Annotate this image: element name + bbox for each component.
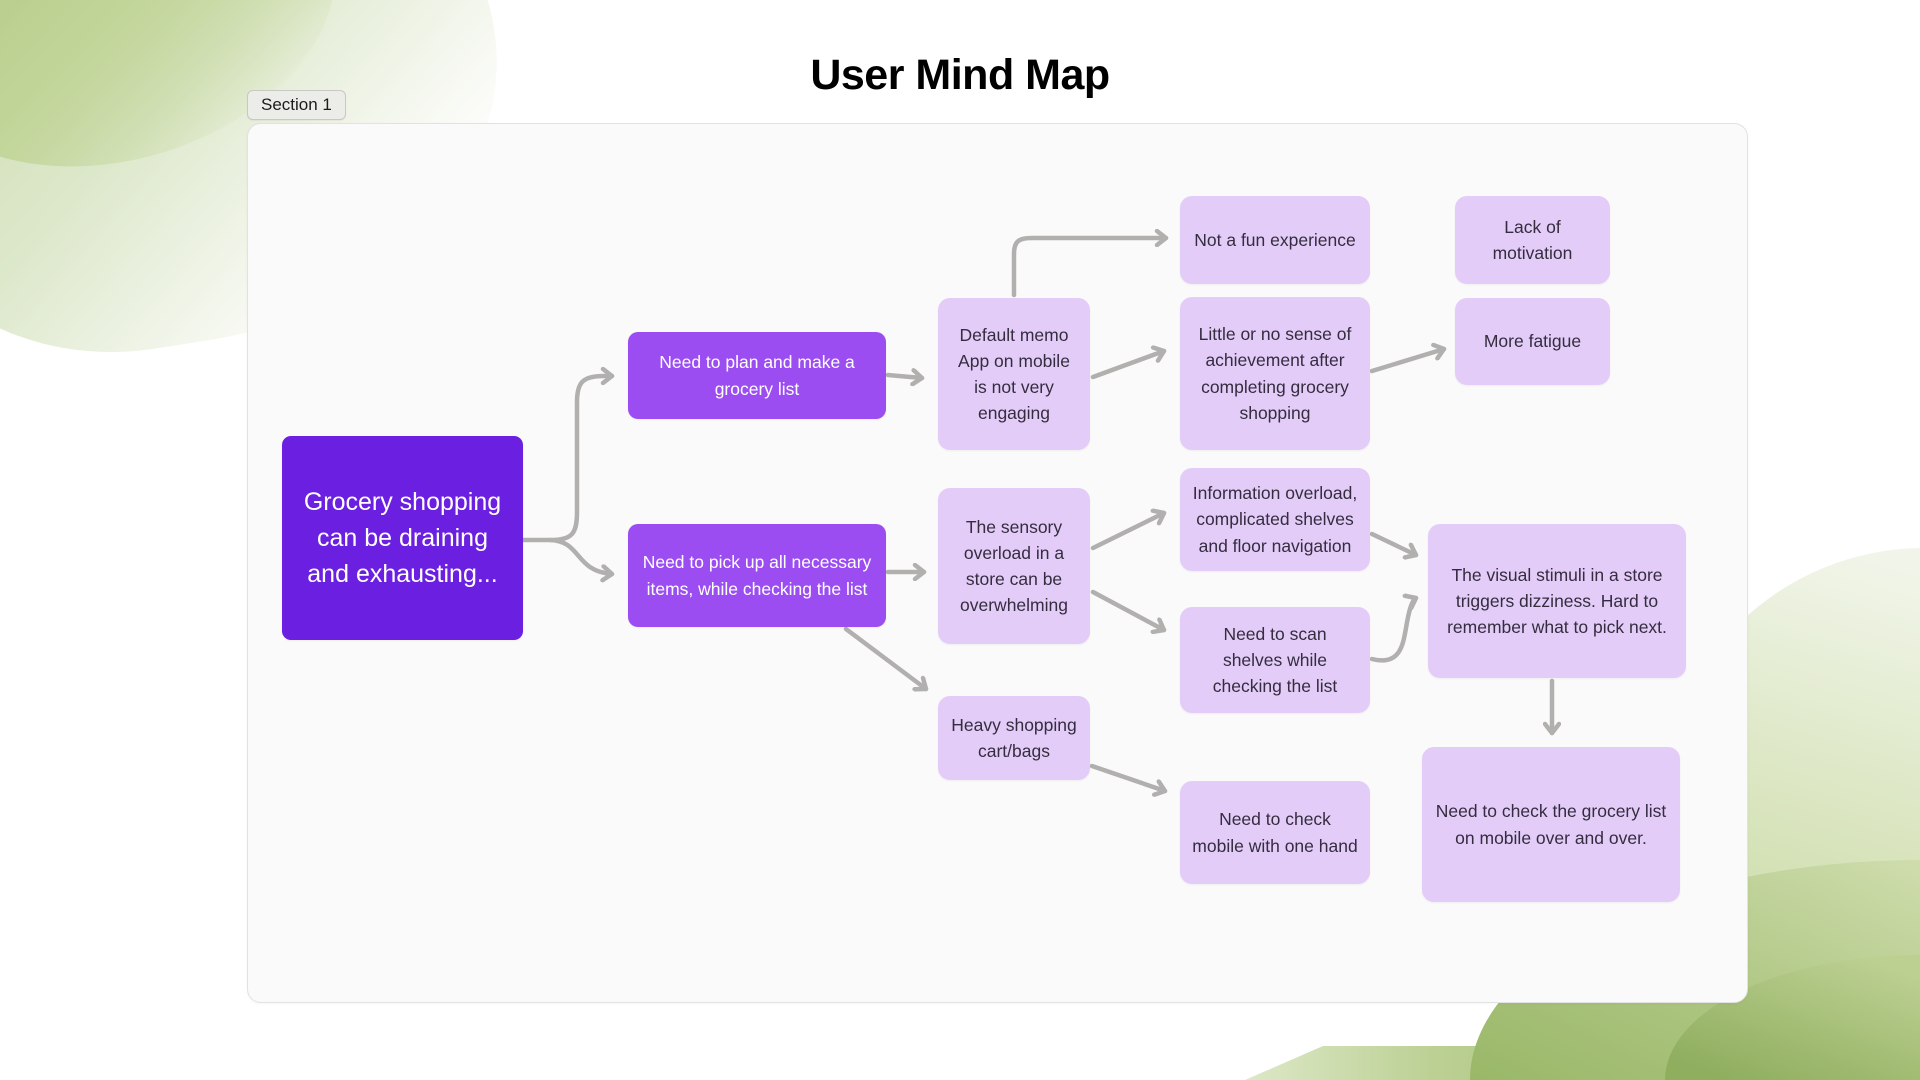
node-lack-motivation[interactable]: Lack of motivation bbox=[1455, 196, 1610, 284]
node-visual-stimuli[interactable]: The visual stimuli in a store triggers d… bbox=[1428, 524, 1686, 678]
node-memo-app[interactable]: Default memo App on mobile is not very e… bbox=[938, 298, 1090, 450]
node-sensory-overload[interactable]: The sensory overload in a store can be o… bbox=[938, 488, 1090, 644]
node-plan-list[interactable]: Need to plan and make a grocery list bbox=[628, 332, 886, 419]
decor-green-bottom-strip bbox=[1245, 1046, 1920, 1080]
node-root[interactable]: Grocery shopping can be draining and exh… bbox=[282, 436, 523, 640]
node-no-achievement[interactable]: Little or no sense of achievement after … bbox=[1180, 297, 1370, 450]
node-more-fatigue[interactable]: More fatigue bbox=[1455, 298, 1610, 385]
node-info-overload[interactable]: Information overload, complicated shelve… bbox=[1180, 468, 1370, 571]
page-title: User Mind Map bbox=[810, 50, 1110, 99]
node-pick-items[interactable]: Need to pick up all necessary items, whi… bbox=[628, 524, 886, 627]
node-check-list-repeatedly[interactable]: Need to check the grocery list on mobile… bbox=[1422, 747, 1680, 902]
node-scan-shelves[interactable]: Need to scan shelves while checking the … bbox=[1180, 607, 1370, 713]
node-heavy-cart[interactable]: Heavy shopping cart/bags bbox=[938, 696, 1090, 780]
node-check-mobile-one-hand[interactable]: Need to check mobile with one hand bbox=[1180, 781, 1370, 884]
node-not-fun[interactable]: Not a fun experience bbox=[1180, 196, 1370, 284]
section-label[interactable]: Section 1 bbox=[247, 90, 346, 121]
